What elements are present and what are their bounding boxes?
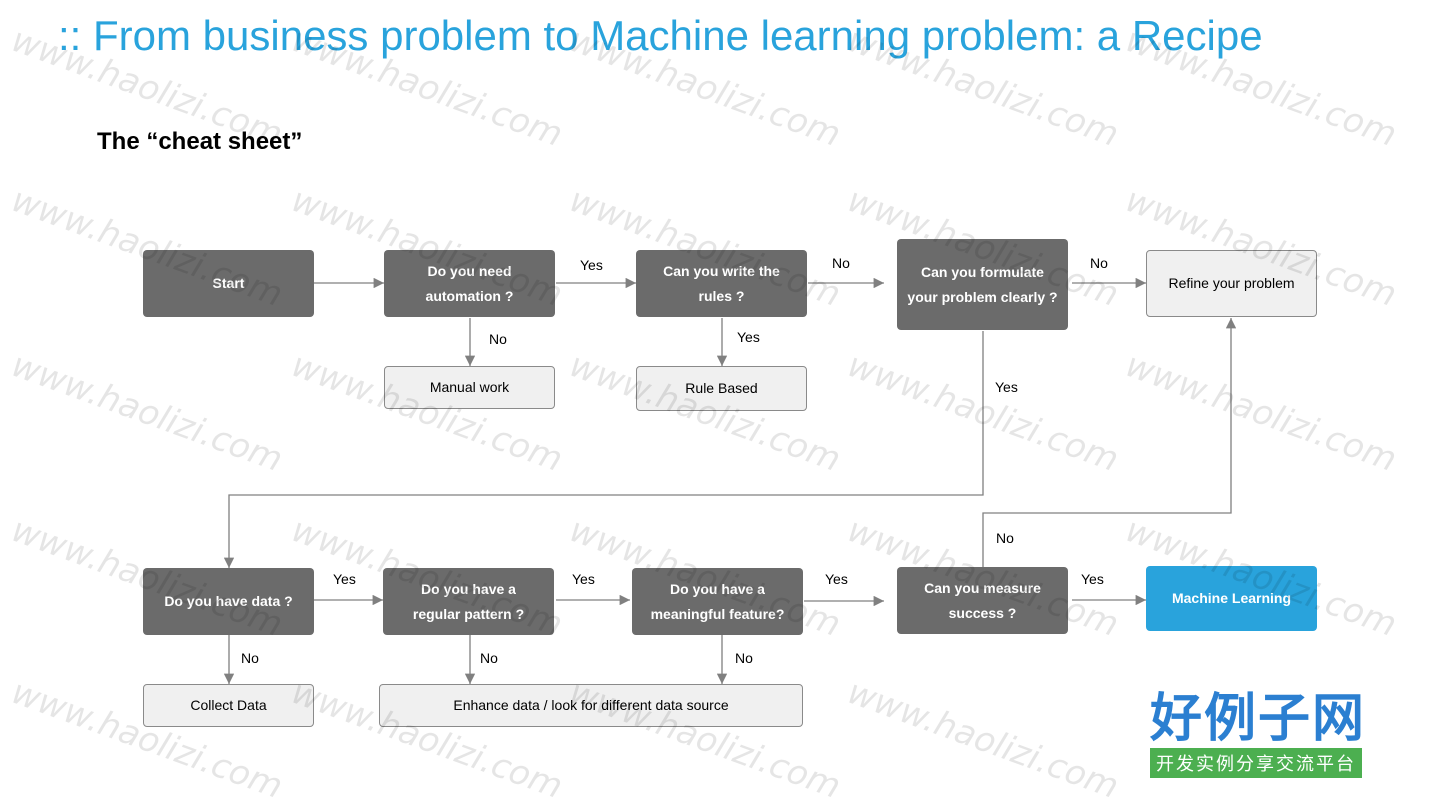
node-machine-learning: Machine Learning	[1146, 566, 1317, 631]
node-formulate-problem: Can you formulate your problem clearly ?	[897, 239, 1068, 330]
edge-label-formulate-yes: Yes	[995, 379, 1018, 395]
node-measure-success-label: Can you measure success ?	[924, 579, 1041, 621]
node-write-rules-label: Can you write the rules ?	[663, 262, 780, 304]
node-machine-learning-label: Machine Learning	[1171, 590, 1292, 606]
node-meaningful-feature-label: Do you have a meaningful feature?	[650, 580, 785, 622]
edge-label-pattern-no: No	[480, 650, 498, 666]
node-write-rules: Can you write the rules ?	[636, 250, 807, 317]
node-manual-work: Manual work	[384, 366, 555, 409]
arrow-measure-to-refine	[982, 318, 1237, 567]
node-formulate-problem-label: Can you formulate your problem clearly ?	[907, 263, 1058, 305]
node-have-data-label: Do you have data ?	[164, 593, 293, 609]
edge-label-data-yes: Yes	[333, 571, 356, 587]
node-start: Start	[143, 250, 314, 317]
cheat-sheet-heading: The “cheat sheet”	[97, 128, 303, 155]
haolizi-logo: 好例子网 开发实例分享交流平台	[1150, 690, 1390, 778]
edge-label-formulate-no: No	[1090, 255, 1108, 271]
node-enhance-data: Enhance data / look for different data s…	[379, 684, 803, 727]
edge-label-automation-no: No	[489, 331, 507, 347]
node-start-label: Start	[212, 275, 245, 291]
node-manual-work-label: Manual work	[429, 379, 510, 395]
arrow-formulate-to-have-data	[223, 331, 984, 568]
node-collect-data: Collect Data	[143, 684, 314, 727]
node-enhance-data-label: Enhance data / look for different data s…	[453, 697, 729, 713]
node-have-data: Do you have data ?	[143, 568, 314, 635]
node-refine-problem-label: Refine your problem	[1168, 275, 1295, 291]
node-need-automation-label: Do you need automation ?	[425, 262, 514, 304]
edge-label-pattern-yes: Yes	[572, 571, 595, 587]
node-rule-based: Rule Based	[636, 366, 807, 411]
node-need-automation: Do you need automation ?	[384, 250, 555, 317]
node-regular-pattern-label: Do you have a regular pattern ?	[412, 580, 525, 622]
edge-label-measure-yes: Yes	[1081, 571, 1104, 587]
node-rule-based-label: Rule Based	[685, 380, 758, 396]
node-collect-data-label: Collect Data	[190, 697, 267, 713]
logo-main-text: 好例子网	[1150, 688, 1367, 749]
edge-label-automation-yes: Yes	[580, 257, 603, 273]
edge-label-feature-no: No	[735, 650, 753, 666]
edge-label-rules-yes: Yes	[737, 329, 760, 345]
edge-label-measure-no: No	[996, 530, 1014, 546]
node-measure-success: Can you measure success ?	[897, 567, 1068, 634]
page-title: :: From business problem to Machine lear…	[58, 12, 1263, 59]
edge-label-feature-yes: Yes	[825, 571, 848, 587]
node-refine-problem: Refine your problem	[1146, 250, 1317, 317]
logo-sub-text: 开发实例分享交流平台	[1150, 748, 1362, 778]
edge-label-rules-no: No	[832, 255, 850, 271]
node-regular-pattern: Do you have a regular pattern ?	[383, 568, 554, 635]
node-meaningful-feature: Do you have a meaningful feature?	[632, 568, 803, 635]
edge-label-data-no: No	[241, 650, 259, 666]
